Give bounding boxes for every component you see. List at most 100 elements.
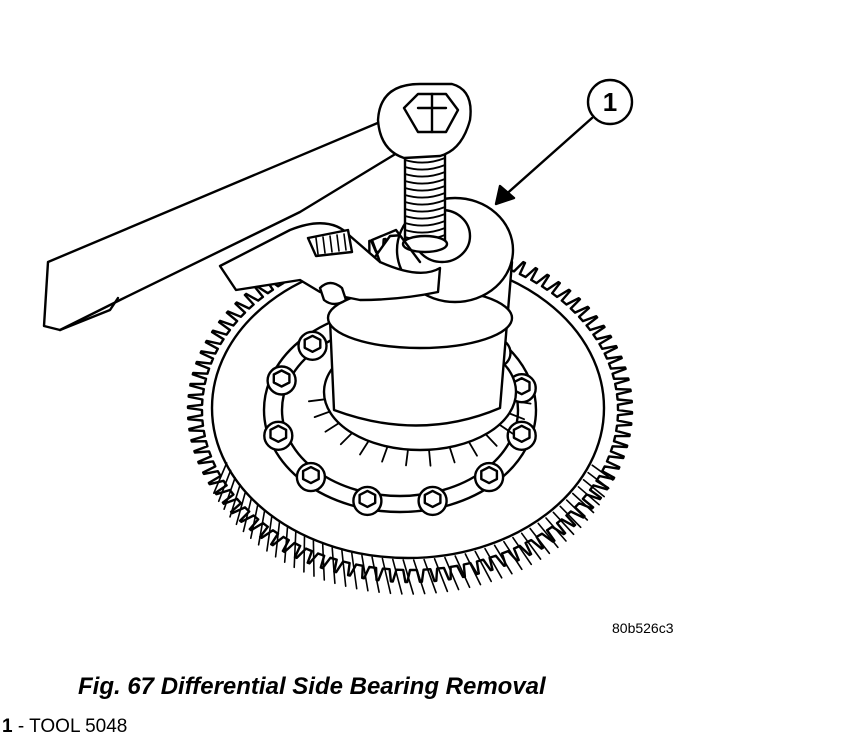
helical-tooth [257, 509, 266, 546]
adjuster-ridge [322, 236, 326, 254]
screw-thread [404, 157, 446, 164]
screw-thread [404, 185, 446, 192]
helical-tooth [213, 462, 228, 495]
screw-thread [404, 213, 446, 220]
spanner-pin [318, 281, 348, 306]
helical-tooth [591, 464, 614, 481]
bolt-hex [272, 369, 291, 388]
legend-number: 1 [2, 716, 13, 737]
helical-tooth [293, 531, 297, 569]
helical-tooth [484, 547, 503, 579]
bolt-hex [358, 489, 377, 509]
helical-tooth [371, 556, 380, 594]
hub-rib [405, 448, 409, 467]
helical-tooth [577, 485, 600, 506]
hub-rib [313, 410, 331, 419]
screw-thread [404, 178, 446, 185]
case-hub-ribs [307, 398, 532, 467]
screw-base [401, 234, 449, 254]
hub-rib [339, 432, 354, 446]
hub-rib [381, 445, 389, 463]
helical-tooth [250, 503, 259, 540]
hub-rib [359, 440, 370, 456]
helical-tooth [464, 553, 482, 586]
screw-thread [404, 220, 446, 227]
hub-rib [324, 422, 340, 433]
helical-tooth [283, 526, 289, 564]
helical-tooth [474, 550, 493, 583]
hub-rib [448, 446, 456, 464]
helical-tooth [303, 535, 306, 573]
wrench-handle-lower [58, 296, 120, 332]
adjuster-ridge [336, 234, 340, 252]
screw-thread [404, 164, 446, 171]
bolt-head [506, 420, 537, 451]
hub-rib [307, 398, 326, 403]
spanner [218, 222, 442, 306]
hub-rib [428, 448, 432, 467]
helical-tooth [266, 515, 273, 552]
helical-tooth [493, 544, 513, 575]
bolt-head [352, 485, 383, 517]
legend-separator: - [12, 716, 30, 737]
helical-tooth [571, 492, 595, 514]
helical-tooth [423, 558, 437, 594]
ring-gear-helical-teeth [213, 462, 614, 595]
wrench [42, 82, 472, 332]
helical-tooth [312, 539, 315, 577]
hub-rib [467, 440, 478, 457]
helical-tooth [341, 549, 347, 588]
helical-tooth [412, 559, 426, 595]
helical-tooth [503, 540, 523, 571]
helical-tooth [559, 505, 582, 529]
spanner-body [218, 222, 442, 302]
bolt-head [295, 461, 327, 493]
figure-caption: Fig. 67 Differential Side Bearing Remova… [78, 673, 546, 700]
callout-circle [586, 78, 634, 126]
helical-tooth [552, 511, 575, 536]
helical-tooth [223, 476, 236, 511]
helical-tooth [582, 478, 606, 498]
helical-tooth [587, 471, 610, 490]
helical-tooth [381, 557, 392, 595]
bolt-head [417, 485, 448, 517]
bolt-hex [301, 465, 320, 485]
helical-tooth [565, 499, 589, 521]
helical-tooth [545, 517, 567, 542]
bolt-hex [423, 489, 442, 509]
hub-rib [498, 423, 514, 435]
helical-tooth [242, 497, 253, 533]
helical-tooth [321, 543, 326, 581]
hub-rib [484, 433, 498, 447]
helical-tooth [402, 559, 415, 595]
helical-tooth [444, 556, 460, 591]
helical-tooth [350, 552, 358, 590]
bolt-head [297, 330, 328, 361]
wrench-hex-nut-face [416, 92, 448, 134]
legend-item: 1 - TOOL 5048 [2, 716, 127, 738]
screw-thread [404, 227, 446, 234]
helical-tooth [217, 469, 232, 503]
bolt-head [266, 365, 297, 396]
bolt-hex [480, 465, 499, 485]
helical-tooth [361, 554, 369, 592]
hub-rib [508, 412, 525, 421]
spanner-adjuster-ridges [315, 233, 347, 255]
callout-number: 1 [603, 87, 617, 117]
screw-thread [404, 199, 446, 206]
screw-thread [404, 171, 446, 178]
helical-tooth [512, 536, 533, 566]
helical-tooth [454, 555, 471, 589]
bolt-hex [269, 424, 288, 443]
spanner-jaw-slot [306, 228, 354, 258]
helical-tooth [235, 490, 247, 526]
helical-tooth [529, 527, 551, 555]
bolt-hex [303, 334, 322, 353]
helical-tooth [331, 546, 336, 585]
adjuster-ridge [343, 233, 347, 251]
hub-rib [513, 400, 532, 405]
callout-1 [586, 78, 634, 126]
helical-tooth [391, 558, 403, 595]
bolt-head [473, 461, 505, 493]
